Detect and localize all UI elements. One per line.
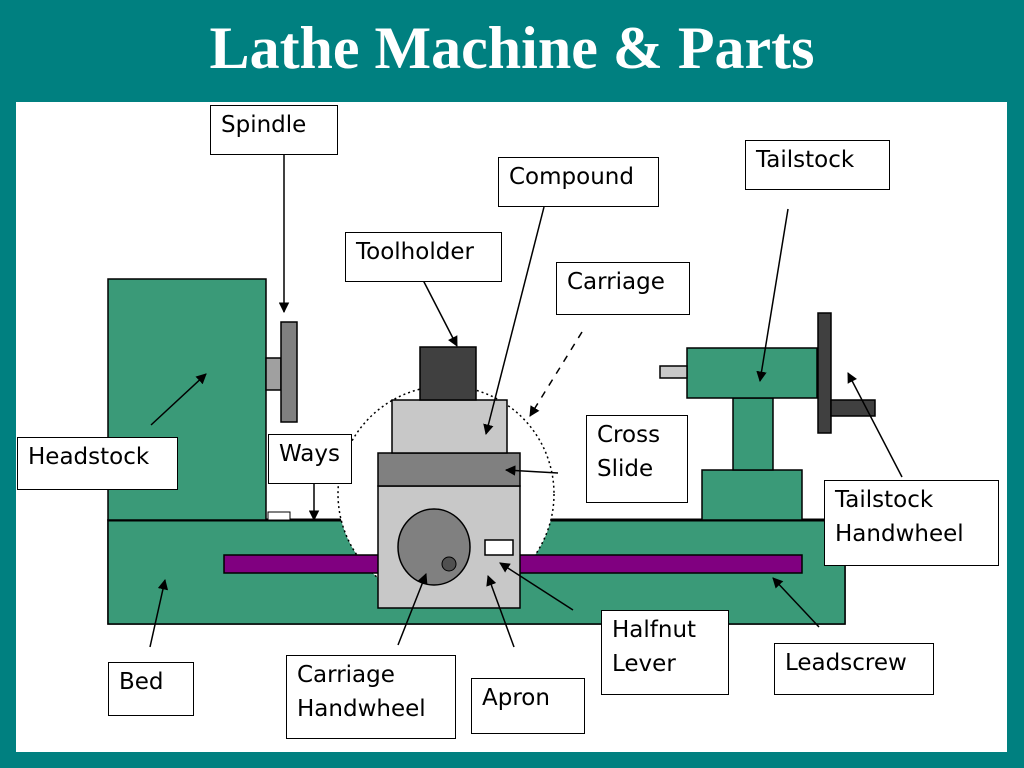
tailstock-column: [732, 397, 774, 471]
carriage-handwheel-shape: [397, 508, 471, 586]
bed-arrow: [149, 578, 169, 648]
halfnut-lever-arrow: [499, 562, 574, 611]
headstock-arrow: [150, 373, 207, 426]
label-cross-slide: Cross Slide: [586, 415, 688, 503]
cross-slide-shape: [377, 452, 521, 487]
label-carriage-handwheel: Carriage Handwheel: [286, 655, 456, 739]
label-halfnut-lever: Halfnut Lever: [601, 610, 729, 695]
spindle-plate: [280, 321, 298, 423]
compound-shape: [391, 399, 508, 454]
tailstock-base: [701, 469, 803, 521]
label-spindle: Spindle: [210, 105, 338, 155]
label-ways: Ways: [268, 434, 352, 484]
label-bed: Bed: [108, 662, 194, 716]
toolholder-arrow: [422, 279, 458, 347]
label-toolholder: Toolholder: [345, 232, 502, 282]
carriage-arrow: [529, 331, 583, 417]
tailstock-body: [686, 347, 818, 399]
label-apron: Apron: [471, 678, 585, 734]
lathe-diagram: Spindle Compound Tailstock Toolholder Ca…: [16, 102, 1007, 752]
halfnut-lever-shape: [484, 539, 514, 556]
cross-slide-arrow: [504, 465, 559, 476]
label-tailstock: Tailstock: [745, 140, 890, 190]
label-tailstock-handwheel: Tailstock Handwheel: [824, 480, 999, 566]
leadscrew-arrow: [772, 577, 820, 628]
leader-lines: [149, 153, 903, 648]
tailstock-quill: [659, 365, 688, 379]
compound-arrow: [483, 206, 545, 436]
slide-title: Lathe Machine & Parts: [209, 15, 815, 81]
toolholder-shape: [419, 346, 477, 401]
carriage-handwheel-arrow: [397, 573, 428, 646]
tailstock-handwheel-arrow: [847, 372, 903, 478]
tailstock-handwheel-plate: [817, 312, 832, 434]
label-compound: Compound: [498, 157, 659, 207]
lathe-drawing: [107, 153, 903, 648]
label-headstock: Headstock: [17, 437, 178, 490]
spindle-nose: [265, 357, 282, 391]
apron-arrow: [486, 575, 515, 648]
label-carriage: Carriage: [556, 262, 690, 315]
tailstock-arrow: [756, 208, 789, 383]
ways-block: [267, 511, 291, 521]
label-leadscrew: Leadscrew: [774, 643, 934, 695]
handwheel-knob: [441, 556, 457, 572]
